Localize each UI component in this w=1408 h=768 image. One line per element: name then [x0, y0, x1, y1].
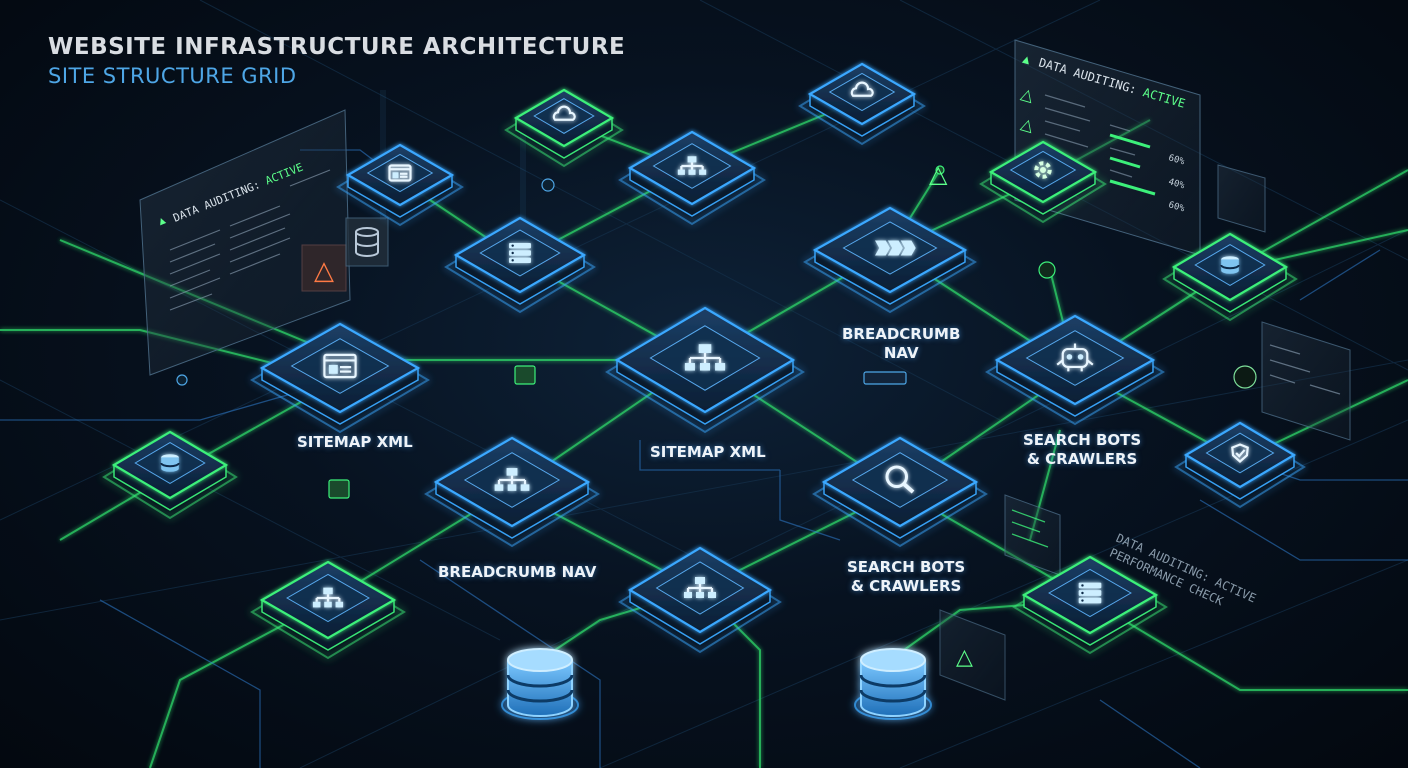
warning-triangle-icon: △: [956, 645, 973, 670]
gear-node: [979, 140, 1107, 224]
gear-icon: [1034, 161, 1052, 179]
node-inner: [851, 452, 949, 508]
node-layer: [102, 62, 1306, 660]
warning-badge: [301, 244, 347, 292]
robot-icon: [1056, 343, 1094, 372]
label-breadcrumb-top-line2: NAV: [883, 344, 919, 362]
shield-node: [1174, 421, 1306, 509]
panel-left-text-lines: [169, 169, 331, 311]
sitemap-node-center: [605, 306, 805, 434]
label-sitemap-center: SITEMAP XML: [650, 443, 766, 461]
database-cylinder-center: [854, 648, 932, 720]
panel-right-text-lines: [1044, 94, 1136, 178]
hierarchy-icon: [494, 468, 530, 491]
page-subtitle: SITE STRUCTURE GRID: [48, 64, 297, 88]
search-icon: [885, 465, 915, 494]
hierarchy-node-bottom: [618, 546, 782, 654]
circuit-chip: [328, 479, 350, 499]
side-panel-right: △ △: [380, 90, 1351, 701]
hierarchy-icon: [684, 344, 726, 371]
circuit-node-dot: [1233, 365, 1257, 389]
node-inner: [533, 98, 595, 134]
cloud-icon: [552, 105, 576, 121]
warning-icon: ▲: [156, 213, 167, 228]
title-block: WEBSITE INFRASTRUCTURE ARCHITECTURE SITE…: [48, 34, 625, 88]
node-inner: [1025, 330, 1125, 386]
database-node-right: [1162, 232, 1298, 322]
sitemap-node-left: [250, 322, 430, 434]
search-bots-node-bottom: [812, 436, 988, 548]
label-search-bots-right-line1: SEARCH BOTS: [1023, 431, 1142, 449]
search-bots-node-right: [985, 314, 1165, 426]
arrows-icon: [875, 240, 916, 256]
breadcrumb-node-top: [803, 206, 977, 314]
db-badge: [345, 217, 389, 267]
warning-triangle-icon: △: [929, 160, 948, 188]
server-node-bottom: [1012, 555, 1168, 655]
label-search-bots-right: SEARCH BOTS & CRAWLERS: [1023, 431, 1141, 469]
server-node: [444, 216, 596, 314]
label-sitemap-left: SITEMAP XML: [297, 433, 413, 451]
warning-icon: △: [1019, 114, 1037, 136]
database-icon: [355, 227, 379, 257]
hierarchy-icon: [312, 587, 344, 608]
window-icon: [388, 164, 412, 182]
shield-icon: [1231, 443, 1249, 463]
server-icon: [1078, 582, 1102, 604]
data-audit-panel-left: ▲ DATA AUDITING: ACTIVE △: [139, 109, 389, 376]
label-search-bots-bottom-line2: & CRAWLERS: [850, 577, 962, 595]
cloud-icon: [850, 81, 874, 97]
percent-1: 60%: [1167, 153, 1186, 167]
label-breadcrumb-bottom: BREADCRUMB NAV: [438, 563, 597, 581]
breadcrumb-node-bottom: [424, 436, 600, 548]
circuit-lines-blue: [0, 149, 1408, 768]
cloud-node-green: [504, 88, 624, 168]
node-inner: [1205, 432, 1275, 474]
panel-right-progress-bars: [1109, 133, 1156, 196]
warning-icon: △: [1019, 84, 1037, 106]
hierarchy-node-left: [250, 560, 406, 660]
circuit-chip: [863, 371, 907, 385]
database-icon: [160, 454, 180, 472]
node-inner: [828, 72, 896, 112]
warning-triangle-icon: △: [314, 256, 334, 286]
label-search-bots-right-line2: & CRAWLERS: [1026, 450, 1138, 468]
browser-icon: [323, 353, 357, 379]
label-search-bots-bottom: SEARCH BOTS & CRAWLERS: [847, 558, 965, 596]
database-node-left: [102, 430, 238, 520]
server-icon: [509, 242, 531, 264]
circuit-node-dot: [541, 178, 555, 192]
label-search-bots-bottom-line1: SEARCH BOTS: [847, 558, 966, 576]
warning-icon: ▲: [1021, 51, 1033, 67]
percent-3: 60%: [1167, 200, 1186, 214]
node-inner: [290, 338, 390, 394]
browser-node-top: [336, 143, 464, 227]
page-title: WEBSITE INFRASTRUCTURE ARCHITECTURE: [48, 34, 626, 60]
hierarchy-icon: [677, 156, 707, 175]
circuit-node-dot: [176, 374, 188, 386]
label-breadcrumb-top-line1: BREADCRUMB: [842, 325, 961, 343]
label-breadcrumb-top: BREADCRUMB NAV: [842, 325, 960, 363]
circuit-node-dot: [935, 165, 945, 175]
database-icon: [1220, 256, 1240, 274]
circuit-chip: [514, 365, 536, 385]
circuit-node-dot: [1038, 261, 1056, 279]
hierarchy-icon: [684, 577, 716, 598]
cloud-node: [798, 62, 926, 146]
circuit-nodes: [176, 165, 1257, 499]
hierarchy-node-top: [618, 130, 766, 226]
percent-2: 40%: [1167, 177, 1186, 191]
database-cylinder-left: [501, 648, 579, 720]
